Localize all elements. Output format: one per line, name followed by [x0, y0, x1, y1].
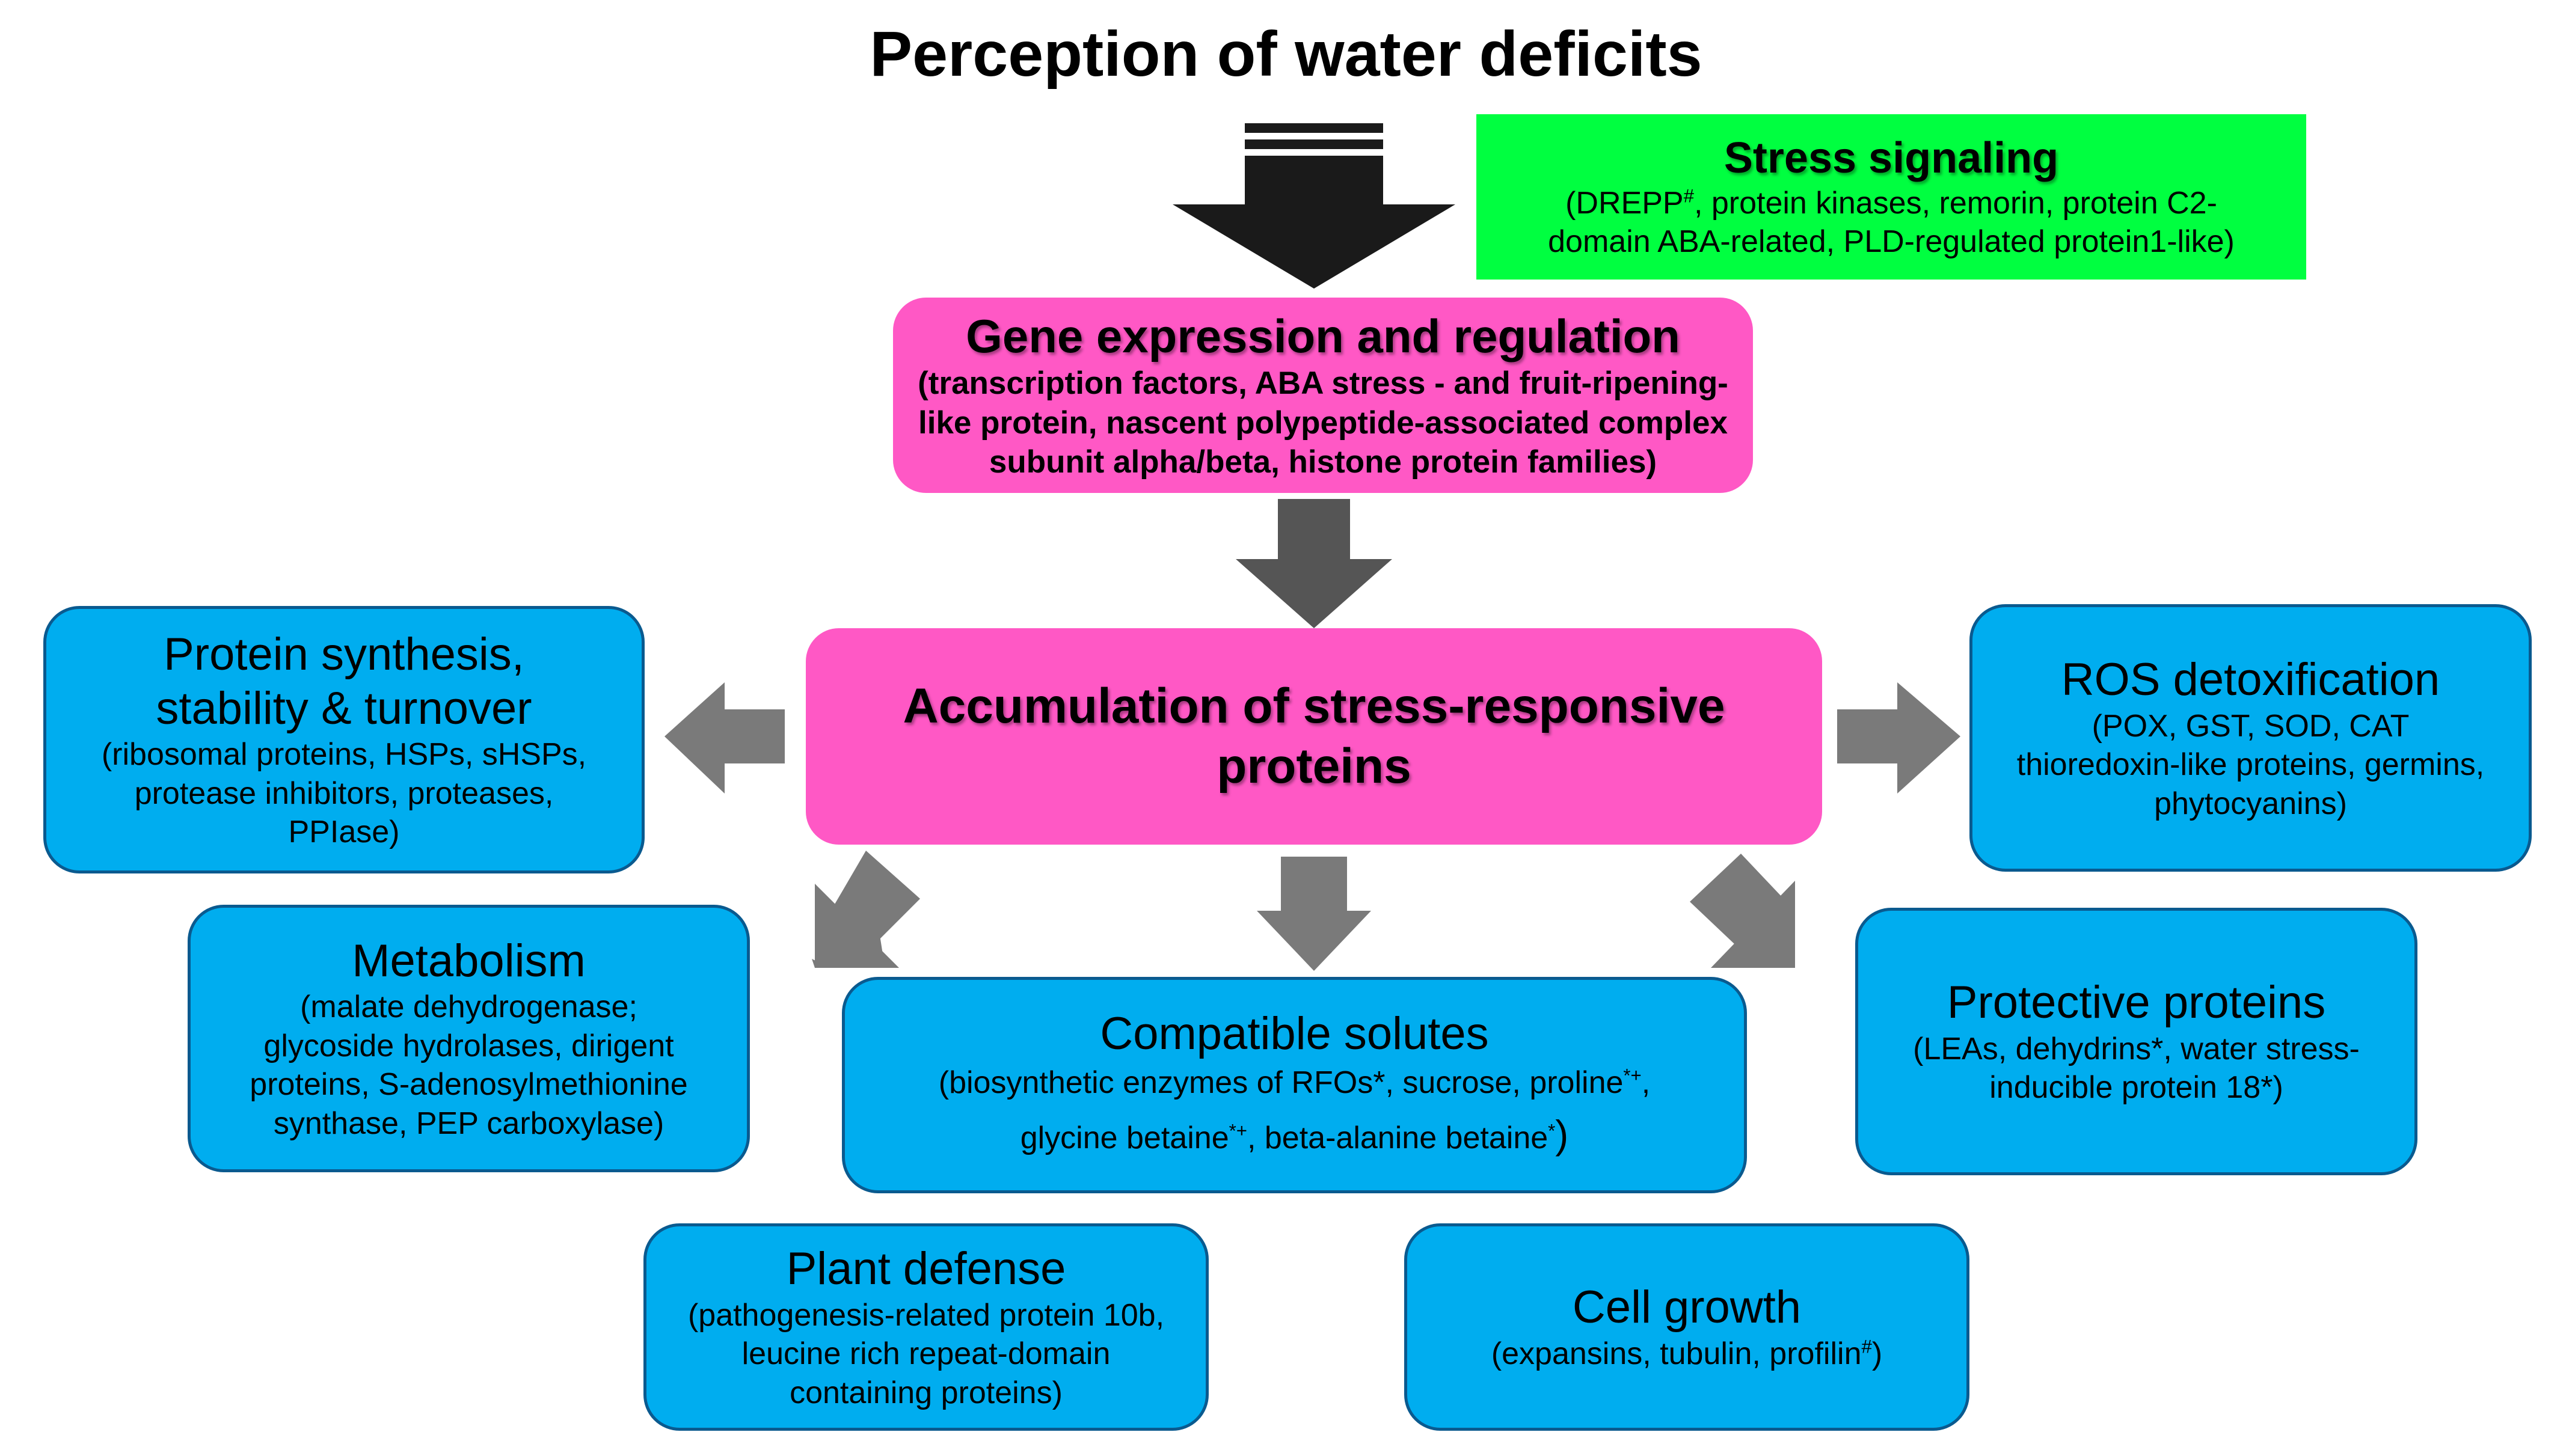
arrow-to-compatible-solutes: [1257, 857, 1371, 971]
compatible-solutes-heading: Compatible solutes: [1100, 1008, 1489, 1059]
accumulation-line-2: proteins: [1217, 739, 1411, 794]
protein-synthesis-heading-2: stability & turnover: [156, 682, 532, 734]
arrow-to-protective-proteins: [1690, 854, 1795, 968]
gene-expression-heading: Gene expression and regulation: [966, 309, 1680, 362]
compatible-solutes-box: Compatible solutes (biosynthetic enzymes…: [842, 977, 1747, 1193]
metabolism-line-1: (malate dehydrogenase;: [300, 990, 637, 1025]
gene-expression-line-3: subunit alpha/beta, histone protein fami…: [989, 444, 1657, 480]
cell-growth-sup: #: [1861, 1336, 1872, 1357]
cell-growth-heading: Cell growth: [1572, 1282, 1802, 1333]
stress-signaling-heading: Stress signaling: [1723, 133, 2059, 182]
metabolism-heading: Metabolism: [352, 935, 586, 986]
cell-growth-line1b: ): [1871, 1336, 1883, 1372]
protective-proteins-line-2: inducible protein 18*): [1989, 1070, 2283, 1106]
compatible-solutes-line-2: glycine betaine*+, beta-alanine betaine*…: [1021, 1106, 1569, 1164]
compatible-solutes-line-1: (biosynthetic enzymes of RFOs*, sucrose,…: [939, 1060, 1650, 1106]
compatible-solutes-line1b: ,: [1641, 1065, 1651, 1101]
cell-growth-line1a: (expansins, tubulin, profilin: [1491, 1336, 1862, 1372]
compatible-solutes-line2c: ): [1555, 1112, 1569, 1157]
stress-signaling-sup: #: [1683, 185, 1694, 207]
arrow-gene-to-accumulation: [1236, 499, 1392, 628]
ros-detoxification-heading: ROS detoxification: [2061, 653, 2440, 705]
accumulation-line-1: Accumulation of stress-responsive: [903, 678, 1725, 733]
compatible-solutes-line2b: , beta-alanine betaine: [1247, 1120, 1548, 1155]
plant-defense-heading: Plant defense: [786, 1243, 1066, 1294]
cell-growth-box: Cell growth (expansins, tubulin, profili…: [1404, 1223, 1969, 1431]
protective-proteins-box: Protective proteins (LEAs, dehydrins*, w…: [1855, 908, 2417, 1175]
ros-detoxification-line-3: phytocyanins): [2154, 786, 2347, 821]
gene-expression-line-2: like protein, nascent polypeptide-associ…: [918, 405, 1728, 441]
compatible-solutes-line1a: (biosynthetic enzymes of RFOs*, sucrose,…: [938, 1065, 1624, 1101]
gene-expression-box: Gene expression and regulation (transcri…: [893, 298, 1753, 493]
stress-signaling-box: Stress signaling (DREPP#, protein kinase…: [1476, 114, 2306, 280]
stress-signaling-line1a: (DREPP: [1565, 185, 1684, 221]
compatible-solutes-sup1: *+: [1623, 1065, 1642, 1086]
plant-defense-box: Plant defense (pathogenesis-related prot…: [643, 1223, 1209, 1431]
ros-detoxification-box: ROS detoxification (POX, GST, SOD, CAT t…: [1969, 604, 2532, 872]
gene-expression-line-1: (transcription factors, ABA stress - and…: [918, 365, 1728, 401]
diagram-title: Perception of water deficits: [870, 19, 1702, 90]
arrow-perception-to-gene-expression: [1173, 123, 1455, 289]
arrow-to-ros-detoxification: [1837, 682, 1960, 794]
arrow-to-protein-synthesis: [664, 682, 785, 794]
metabolism-line-4: synthase, PEP carboxylase): [273, 1106, 664, 1141]
ros-detoxification-line-1: (POX, GST, SOD, CAT: [2092, 708, 2410, 744]
plant-defense-line-2: leucine rich repeat-domain: [741, 1336, 1111, 1372]
protein-synthesis-heading-1: Protein synthesis,: [164, 629, 524, 681]
protein-synthesis-line-1: (ribosomal proteins, HSPs, sHSPs,: [101, 737, 587, 772]
protective-proteins-line-1: (LEAs, dehydrins*, water stress-: [1913, 1031, 2360, 1066]
compatible-solutes-sup3: *: [1548, 1120, 1556, 1142]
arrow-to-metabolism: [812, 851, 920, 968]
plant-defense-line-1: (pathogenesis-related protein 10b,: [687, 1297, 1165, 1333]
metabolism-line-2: glycoside hydrolases, dirigent: [263, 1028, 674, 1063]
ros-detoxification-line-2: thioredoxin-like proteins, germins,: [2016, 747, 2485, 783]
protective-proteins-heading: Protective proteins: [1947, 977, 2326, 1029]
protein-synthesis-line-2: protease inhibitors, proteases,: [134, 775, 554, 811]
plant-defense-line-3: containing proteins): [790, 1375, 1063, 1410]
stress-signaling-line1b: , protein kinases, remorin, protein C2-: [1693, 185, 2217, 221]
stress-signaling-details: (DREPP#, protein kinases, remorin, prote…: [1548, 184, 2235, 262]
protein-synthesis-line-3: PPIase): [288, 815, 400, 850]
compatible-solutes-sup2: *+: [1229, 1120, 1247, 1142]
protein-synthesis-box: Protein synthesis, stability & turnover …: [43, 606, 645, 873]
cell-growth-line-1: (expansins, tubulin, profilin#): [1491, 1335, 1882, 1373]
metabolism-box: Metabolism (malate dehydrogenase; glycos…: [188, 905, 750, 1172]
metabolism-line-3: proteins, S-adenosylmethionine: [250, 1067, 688, 1103]
compatible-solutes-line2a: glycine betaine: [1020, 1120, 1229, 1155]
accumulation-box: Accumulation of stress-responsive protei…: [806, 628, 1822, 845]
stress-signaling-line2: domain ABA-related, PLD-regulated protei…: [1548, 224, 2235, 259]
